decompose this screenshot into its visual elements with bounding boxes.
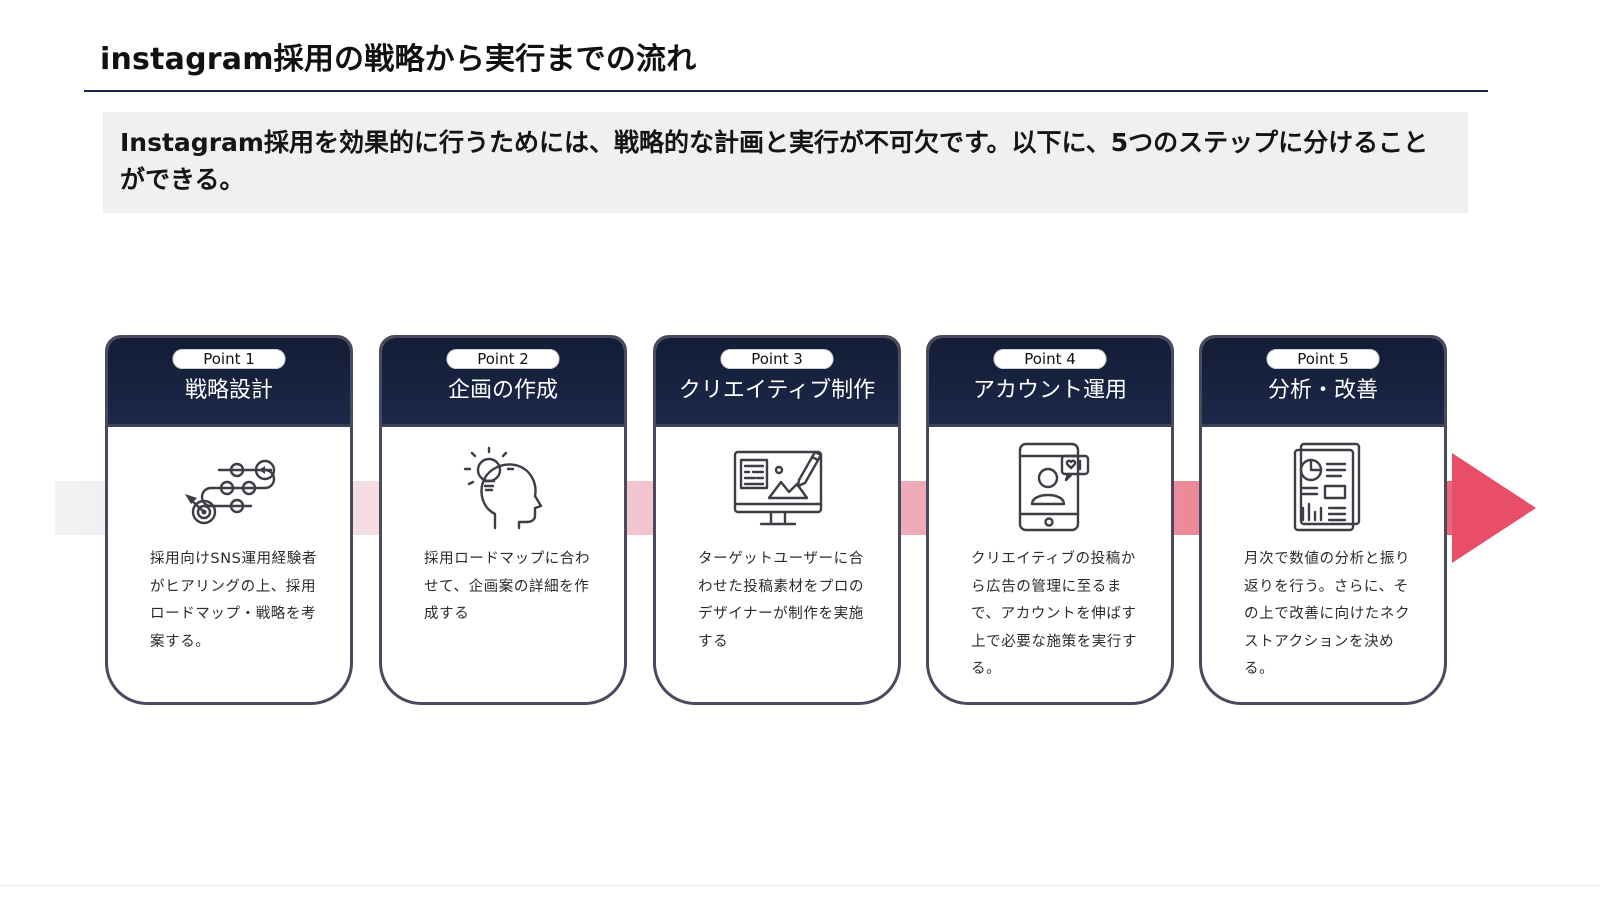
lightbulb-head-icon	[453, 442, 553, 532]
intro-box: Instagram採用を効果的に行うためには、戦略的な計画と実行が不可欠です。以…	[103, 112, 1468, 213]
step-card-2: Point 2 企画の作成 採用ロードマップに合わせて、企画案の詳細を作成する	[379, 335, 627, 705]
step-description: クリエイティブの投稿から広告の管理に至るまで、アカウントを伸ばす上で必要な施策を…	[971, 551, 1138, 677]
step-description: 採用ロードマップに合わせて、企画案の詳細を作成する	[424, 551, 591, 622]
page-title: instagram採用の戦略から実行までの流れ	[100, 42, 697, 77]
intro-text: Instagram採用を効果的に行うためには、戦略的な計画と実行が不可欠です。以…	[120, 128, 1429, 194]
step-card-1: Point 1 戦略設計 採用向けSNS運用経験者がヒアリングの上、採用ロードマ…	[105, 335, 353, 705]
design-monitor-icon	[727, 442, 827, 532]
step-title: 分析・改善	[1267, 378, 1378, 403]
roadmap-target-icon	[179, 442, 279, 532]
step-title: アカウント運用	[972, 378, 1127, 403]
step-card-header: Point 5 分析・改善	[1202, 338, 1444, 427]
step-card-header: Point 3 クリエイティブ制作	[656, 338, 898, 427]
point-badge: Point 3	[720, 349, 834, 369]
smartphone-profile-icon	[1000, 442, 1100, 532]
step-title: 戦略設計	[184, 378, 273, 403]
title-divider	[84, 90, 1488, 92]
point-badge: Point 1	[172, 349, 286, 369]
step-card-5: Point 5 分析・改善 月次で数値の分析と振り返りを行う。さらに、その上で改…	[1199, 335, 1447, 705]
analytics-report-icon	[1273, 442, 1373, 532]
step-card-3: Point 3 クリエイティブ制作 ターゲットユーザーに合わせた投稿素材をプロの…	[653, 335, 901, 705]
point-badge: Point 2	[446, 349, 560, 369]
step-description: ターゲットユーザーに合わせた投稿素材をプロのデザイナーが制作を実施する	[698, 551, 865, 650]
step-description: 採用向けSNS運用経験者がヒアリングの上、採用ロードマップ・戦略を考案する。	[150, 551, 317, 650]
flow-arrow-head	[1452, 453, 1536, 563]
step-card-header: Point 2 企画の作成	[382, 338, 624, 427]
step-title: クリエイティブ制作	[678, 378, 876, 403]
step-title: 企画の作成	[447, 378, 558, 403]
point-badge: Point 4	[993, 349, 1107, 369]
step-card-header: Point 4 アカウント運用	[929, 338, 1171, 427]
step-card-4: Point 4 アカウント運用 クリエイティブの投稿から広告の管理に至るまで、ア…	[926, 335, 1174, 705]
footer-divider	[0, 885, 1600, 886]
point-badge: Point 5	[1266, 349, 1380, 369]
step-card-header: Point 1 戦略設計	[108, 338, 350, 427]
step-description: 月次で数値の分析と振り返りを行う。さらに、その上で改善に向けたネクストアクション…	[1244, 551, 1411, 677]
